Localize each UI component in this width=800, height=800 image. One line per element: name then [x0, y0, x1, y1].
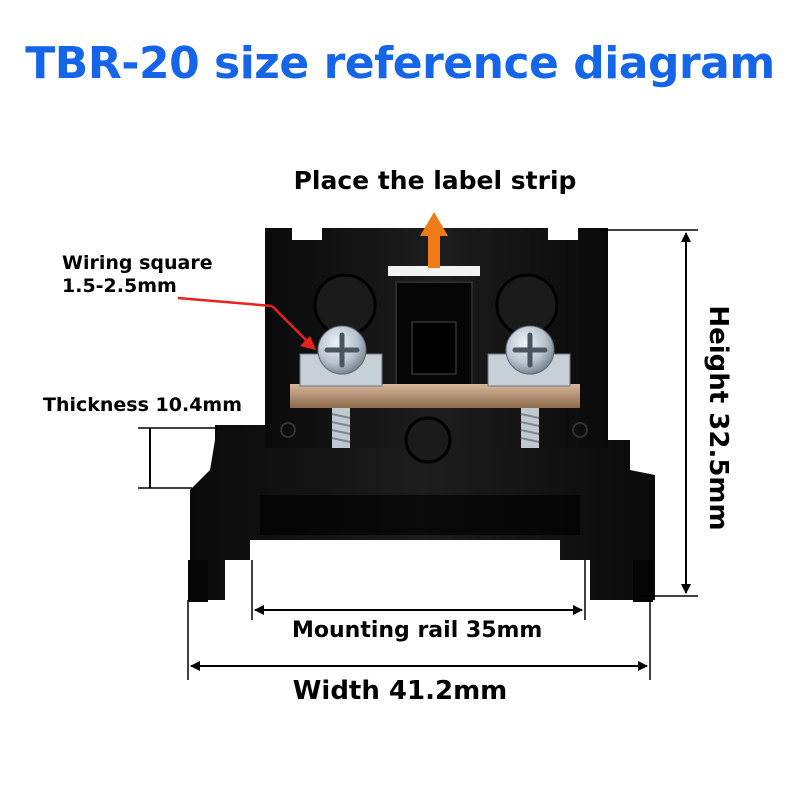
- mounting-rail-caption: Mounting rail 35mm: [292, 618, 543, 643]
- label-strip-slot: [388, 266, 480, 276]
- diagram-title: TBR-20 size reference diagram: [25, 38, 775, 89]
- metal-plate: [290, 384, 580, 408]
- label-strip-caption: Place the label strip: [293, 166, 577, 195]
- mounting-rail-dimension: [251, 560, 586, 620]
- height-dimension: [600, 229, 698, 597]
- screw-left: [299, 325, 383, 448]
- screw-right: [487, 325, 571, 448]
- width-caption: Width 41.2mm: [292, 676, 508, 706]
- thickness-caption: Thickness 10.4mm: [43, 394, 243, 416]
- wiring-square-range: 1.5-2.5mm: [62, 275, 177, 297]
- wiring-square-caption: Wiring square 1.5-2.5mm: [62, 252, 213, 298]
- pointer-arrow-icon: [177, 296, 316, 350]
- arrow-up-icon: [420, 212, 448, 268]
- height-caption: Height 32.5mm: [703, 305, 733, 531]
- terminal-block-base: [188, 425, 655, 602]
- thickness-dimension: [138, 427, 218, 489]
- terminal-block-body: [265, 228, 608, 464]
- wiring-square-title: Wiring square: [62, 252, 213, 274]
- width-dimension: [187, 600, 651, 680]
